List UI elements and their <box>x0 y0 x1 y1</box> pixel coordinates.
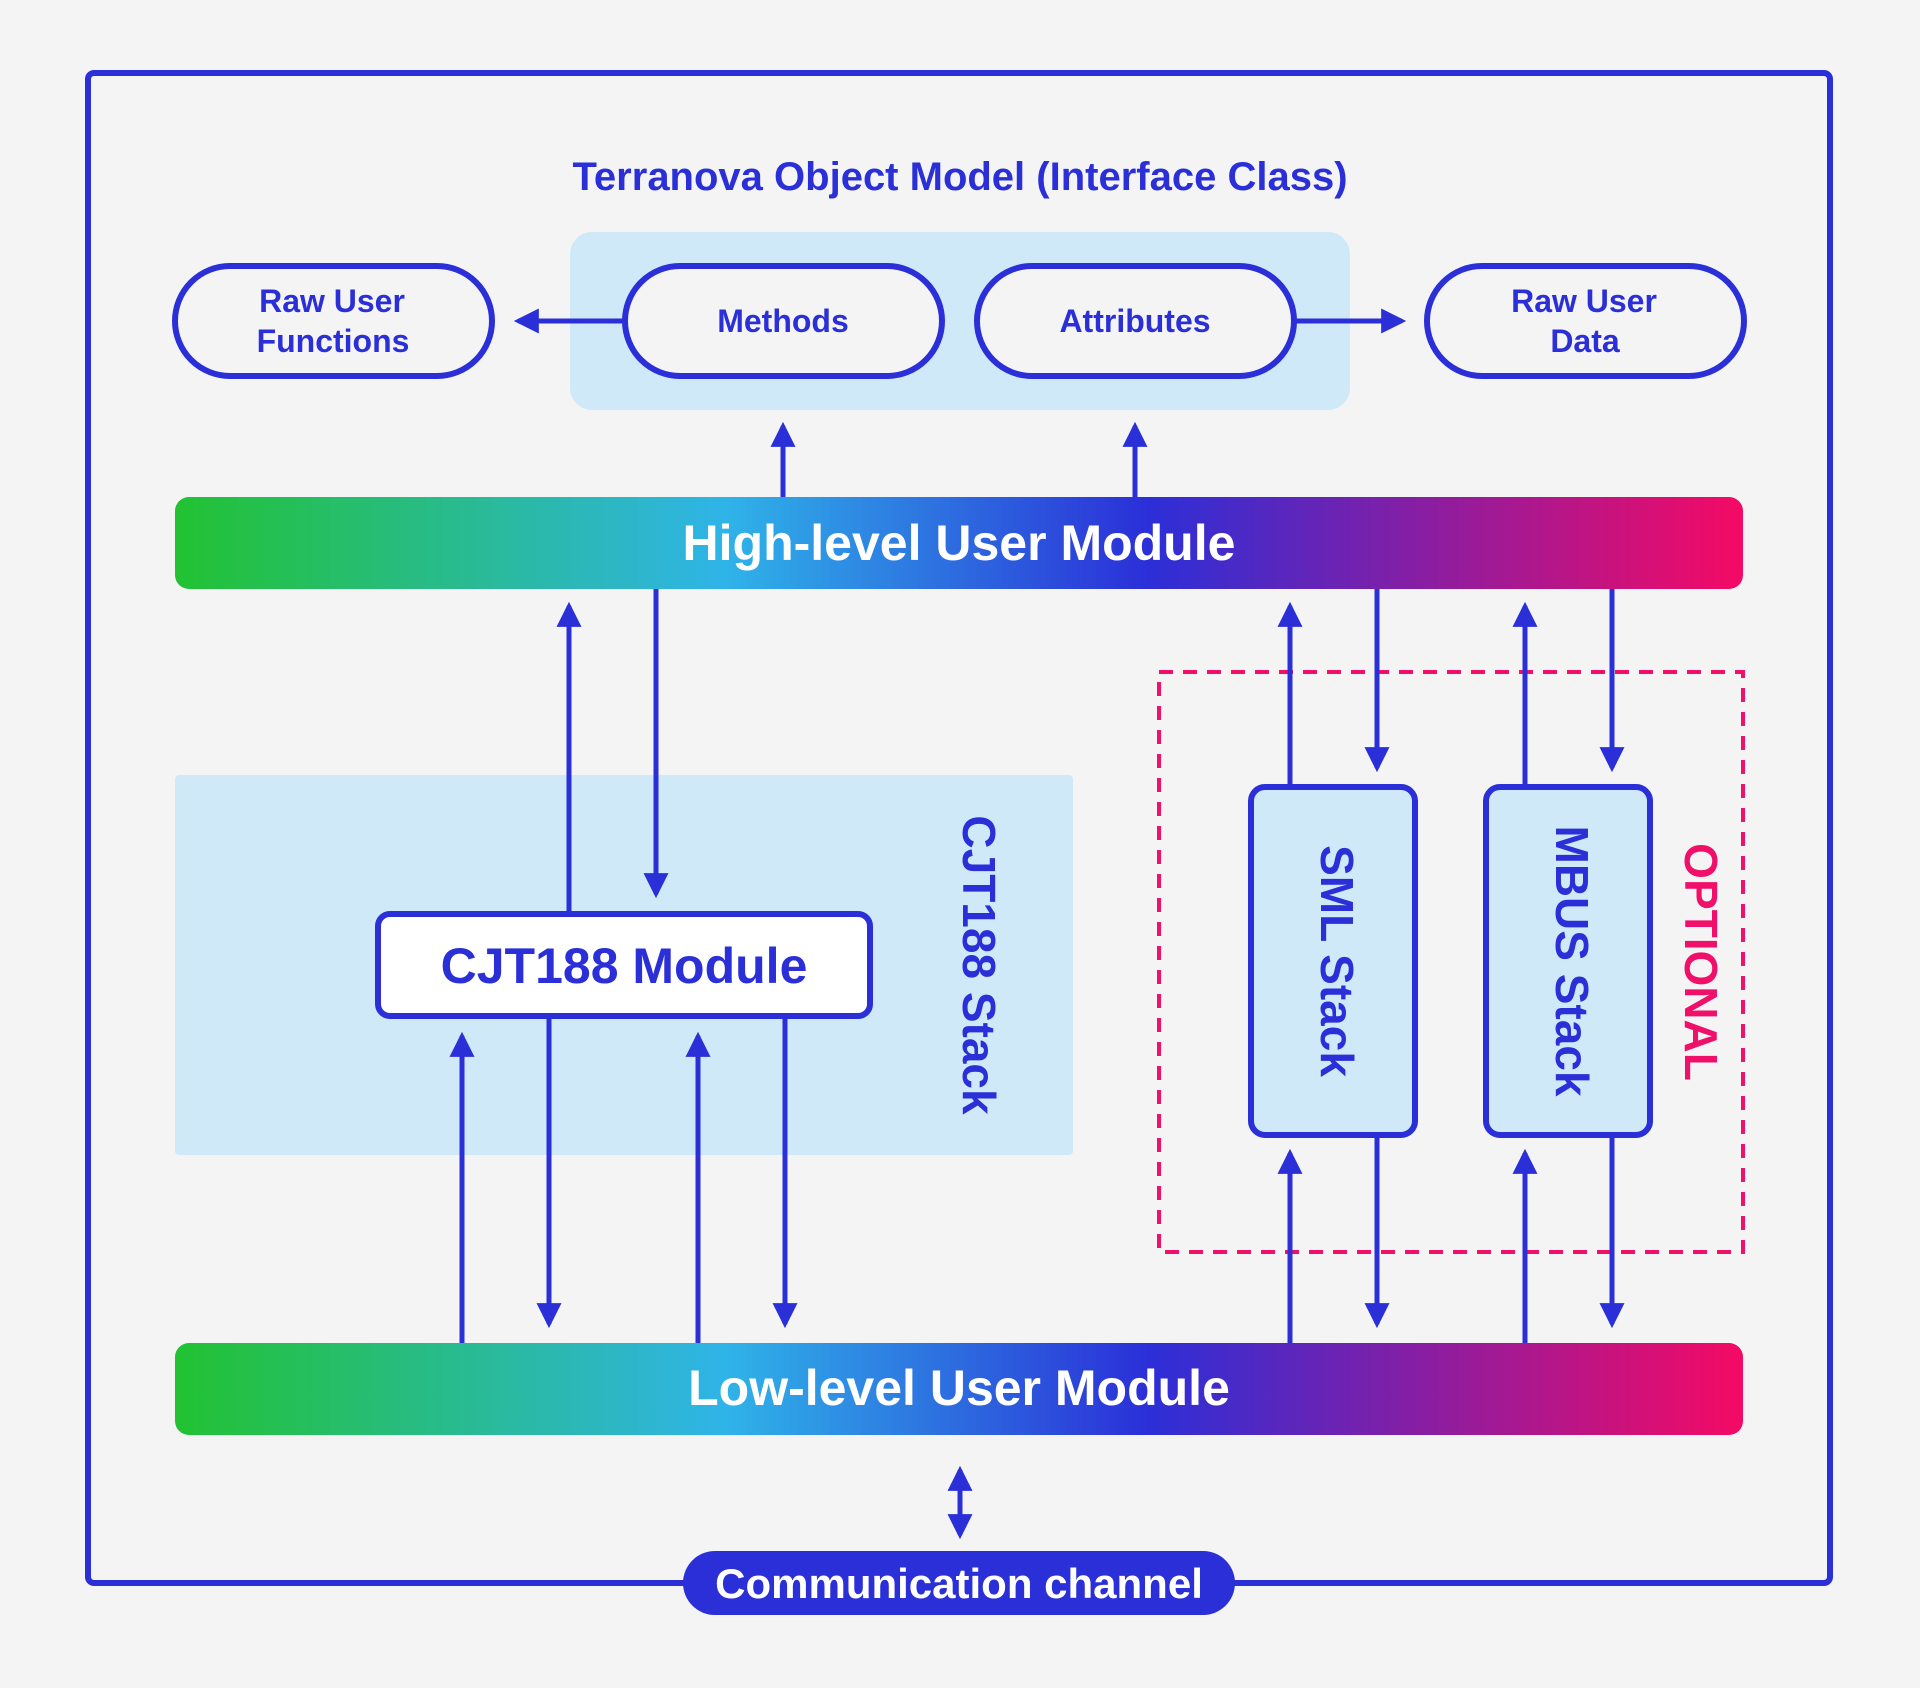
mbus-stack: MBUS Stack <box>1483 784 1653 1138</box>
raw-user-data-line2: Data <box>1550 323 1620 359</box>
low-level-user-module-label: Low-level User Module <box>688 1360 1230 1416</box>
communication-channel: Communication channel <box>683 1551 1235 1615</box>
cjt188-stack-label: CJT188 Stack <box>953 815 1005 1115</box>
raw-user-functions-line2: Functions <box>257 323 410 359</box>
high-level-user-module: High-level User Module <box>175 497 1743 589</box>
raw-user-functions-node: Raw User Functions <box>172 263 495 379</box>
cjt188-module-label: CJT188 Module <box>441 938 808 994</box>
methods-label: Methods <box>717 303 849 339</box>
optional-region <box>1157 670 1745 1254</box>
communication-channel-label: Communication channel <box>715 1560 1203 1607</box>
attributes-node: Attributes <box>974 263 1297 379</box>
high-level-user-module-label: High-level User Module <box>683 515 1236 571</box>
sml-stack: SML Stack <box>1248 784 1418 1138</box>
mbus-stack-label: MBUS Stack <box>1546 826 1598 1097</box>
raw-user-functions-line1: Raw User <box>259 283 405 319</box>
attributes-label: Attributes <box>1059 303 1210 339</box>
methods-node: Methods <box>622 263 945 379</box>
raw-user-data-node: Raw User Data <box>1424 263 1747 379</box>
optional-label: OPTIONAL <box>1675 843 1727 1081</box>
sml-stack-label: SML Stack <box>1311 845 1363 1077</box>
raw-user-data-line1: Raw User <box>1511 283 1657 319</box>
diagram-title: Terranova Object Model (Interface Class) <box>572 155 1347 199</box>
cjt188-module: CJT188 Module <box>375 911 873 1019</box>
low-level-user-module: Low-level User Module <box>175 1343 1743 1435</box>
